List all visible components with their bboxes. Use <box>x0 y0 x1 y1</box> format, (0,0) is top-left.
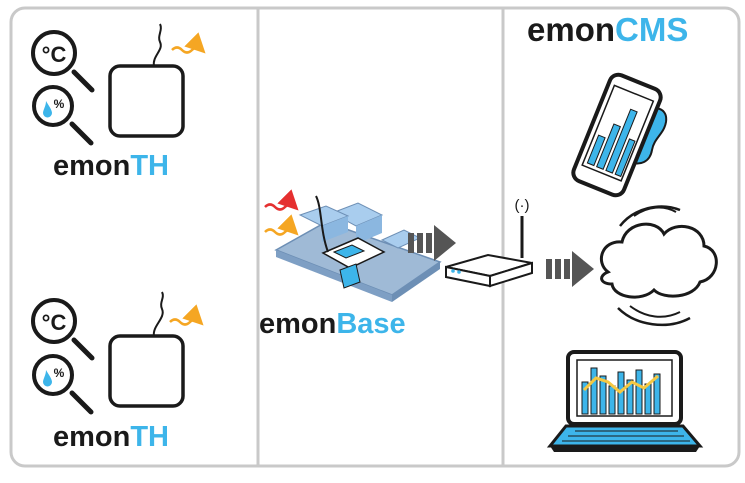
temperature-magnifier-icon: °C <box>31 30 95 93</box>
humidity-symbol: % <box>54 366 65 380</box>
panel-frame <box>9 6 741 468</box>
wireless-signal-icon <box>169 304 204 326</box>
emonth-top-prefix: emon <box>53 150 131 182</box>
emonth-top-suffix: TH <box>130 150 170 182</box>
raspberry-pi-board-icon <box>274 195 442 302</box>
wifi-router-icon: (·) <box>445 197 533 288</box>
temperature-symbol: °C <box>42 310 67 335</box>
forward-arrow-icon <box>546 251 594 287</box>
laptop-chart-icon <box>546 350 704 452</box>
forward-arrow-icon <box>408 225 456 261</box>
humidity-symbol: % <box>54 97 65 111</box>
emoncms-prefix: emon <box>527 11 616 48</box>
humidity-magnifier-icon: % <box>32 85 94 146</box>
emonth-bottom-suffix: TH <box>130 421 170 453</box>
smartphone-chart-icon <box>571 72 668 198</box>
wireless-signal-icon <box>264 189 299 211</box>
sensor-box-icon <box>108 291 185 408</box>
router-signal-symbol: (·) <box>515 197 530 214</box>
emonbase-suffix: Base <box>336 308 406 340</box>
wireless-signal-icon <box>171 32 206 54</box>
temperature-magnifier-icon: °C <box>31 298 95 361</box>
emonth-bottom-label: emonTH <box>53 423 169 452</box>
emoncms-suffix: CMS <box>615 11 689 48</box>
emonth-top-label: emonTH <box>53 152 169 181</box>
temperature-symbol: °C <box>42 42 67 67</box>
sensor-box-icon <box>108 23 185 138</box>
emonbase-label: emonBase <box>259 310 406 339</box>
emonth-bottom-prefix: emon <box>53 421 131 453</box>
emonbase-prefix: emon <box>259 308 337 340</box>
wireless-signal-icon <box>264 214 299 236</box>
cloud-icon <box>599 205 718 327</box>
emoncms-label: emonCMS <box>527 13 688 46</box>
humidity-magnifier-icon: % <box>32 354 94 415</box>
